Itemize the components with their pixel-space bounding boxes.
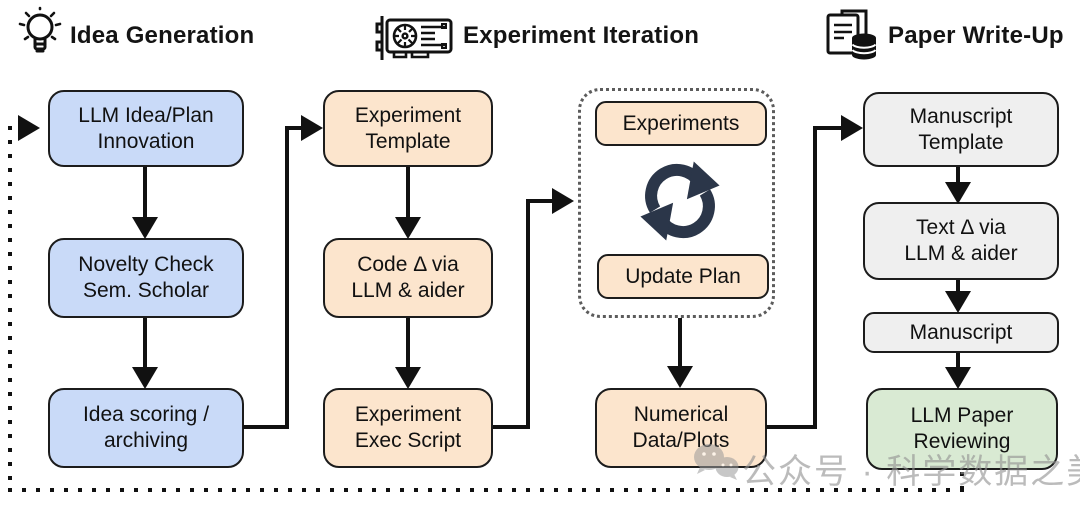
arrow-paper1-to-paper2 bbox=[956, 167, 960, 185]
connector-exp3-to-loop bbox=[493, 425, 530, 429]
lightbulb-icon bbox=[14, 6, 66, 62]
arrowhead-right-icon bbox=[18, 115, 40, 141]
sync-loop-icon bbox=[636, 158, 724, 244]
section-title-paper-write-up: Paper Write-Up bbox=[888, 22, 1064, 49]
node-experiment-exec-script: Experiment Exec Script bbox=[323, 388, 493, 468]
connector-numerical-to-paper1 bbox=[766, 425, 817, 429]
arrowhead-right-icon bbox=[301, 115, 323, 141]
connector-exp3-to-loop bbox=[526, 199, 530, 429]
section-title-experiment-iteration: Experiment Iteration bbox=[463, 22, 700, 49]
arrow-idea2-to-idea3 bbox=[143, 318, 147, 369]
section-title-idea-generation: Idea Generation bbox=[70, 22, 255, 49]
arrowhead-down-icon bbox=[395, 217, 421, 239]
feedback-dotted-line bbox=[8, 488, 964, 492]
wechat-icon bbox=[692, 442, 740, 484]
node-experiments: Experiments bbox=[595, 101, 767, 146]
node-novelty-check: Novelty Check Sem. Scholar bbox=[48, 238, 244, 318]
watermark-text: 公众号 · 科学数据之美 bbox=[742, 453, 1080, 491]
arrowhead-down-icon bbox=[132, 367, 158, 389]
node-update-plan: Update Plan bbox=[597, 254, 769, 299]
node-llm-idea-plan-innovation: LLM Idea/Plan Innovation bbox=[48, 90, 244, 167]
arrow-paper3-to-paper4 bbox=[956, 353, 960, 369]
connector-idea3-to-exp1 bbox=[285, 126, 305, 130]
feedback-dotted-line bbox=[8, 126, 12, 492]
arrowhead-down-icon bbox=[945, 367, 971, 389]
node-code-delta-via-llm-aider: Code Δ via LLM & aider bbox=[323, 238, 493, 318]
connector-idea3-to-exp1 bbox=[243, 425, 289, 429]
node-llm-paper-reviewing: LLM Paper Reviewing bbox=[866, 388, 1058, 470]
node-experiment-template: Experiment Template bbox=[323, 90, 493, 167]
node-manuscript-template: Manuscript Template bbox=[863, 92, 1059, 167]
arrow-idea1-to-idea2 bbox=[143, 167, 147, 219]
connector-numerical-to-paper1 bbox=[813, 126, 817, 429]
node-manuscript: Manuscript bbox=[863, 312, 1059, 353]
node-idea-scoring-archiving: Idea scoring / archiving bbox=[48, 388, 244, 468]
arrow-exp2-to-exp3 bbox=[406, 318, 410, 369]
node-text-delta-via-llm-aider: Text Δ via LLM & aider bbox=[863, 202, 1059, 280]
arrow-loop-to-numerical bbox=[678, 318, 682, 368]
feedback-dotted-line bbox=[960, 472, 964, 492]
node-numerical-data-plots: Numerical Data/Plots bbox=[595, 388, 767, 468]
connector-numerical-to-paper1 bbox=[813, 126, 843, 130]
arrowhead-down-icon bbox=[945, 291, 971, 313]
gpu-icon bbox=[374, 12, 458, 64]
connector-idea3-to-exp1 bbox=[285, 126, 289, 429]
iteration-loop-container bbox=[578, 88, 775, 318]
arrowhead-down-icon bbox=[395, 367, 421, 389]
arrowhead-right-icon bbox=[841, 115, 863, 141]
arrowhead-down-icon bbox=[132, 217, 158, 239]
arrow-exp1-to-exp2 bbox=[406, 167, 410, 219]
connector-exp3-to-loop bbox=[526, 199, 554, 203]
arrowhead-right-icon bbox=[552, 188, 574, 214]
paper-database-icon bbox=[820, 6, 880, 62]
arrow-paper2-to-paper3 bbox=[956, 280, 960, 293]
arrowhead-down-icon bbox=[945, 182, 971, 204]
arrowhead-down-icon bbox=[667, 366, 693, 388]
